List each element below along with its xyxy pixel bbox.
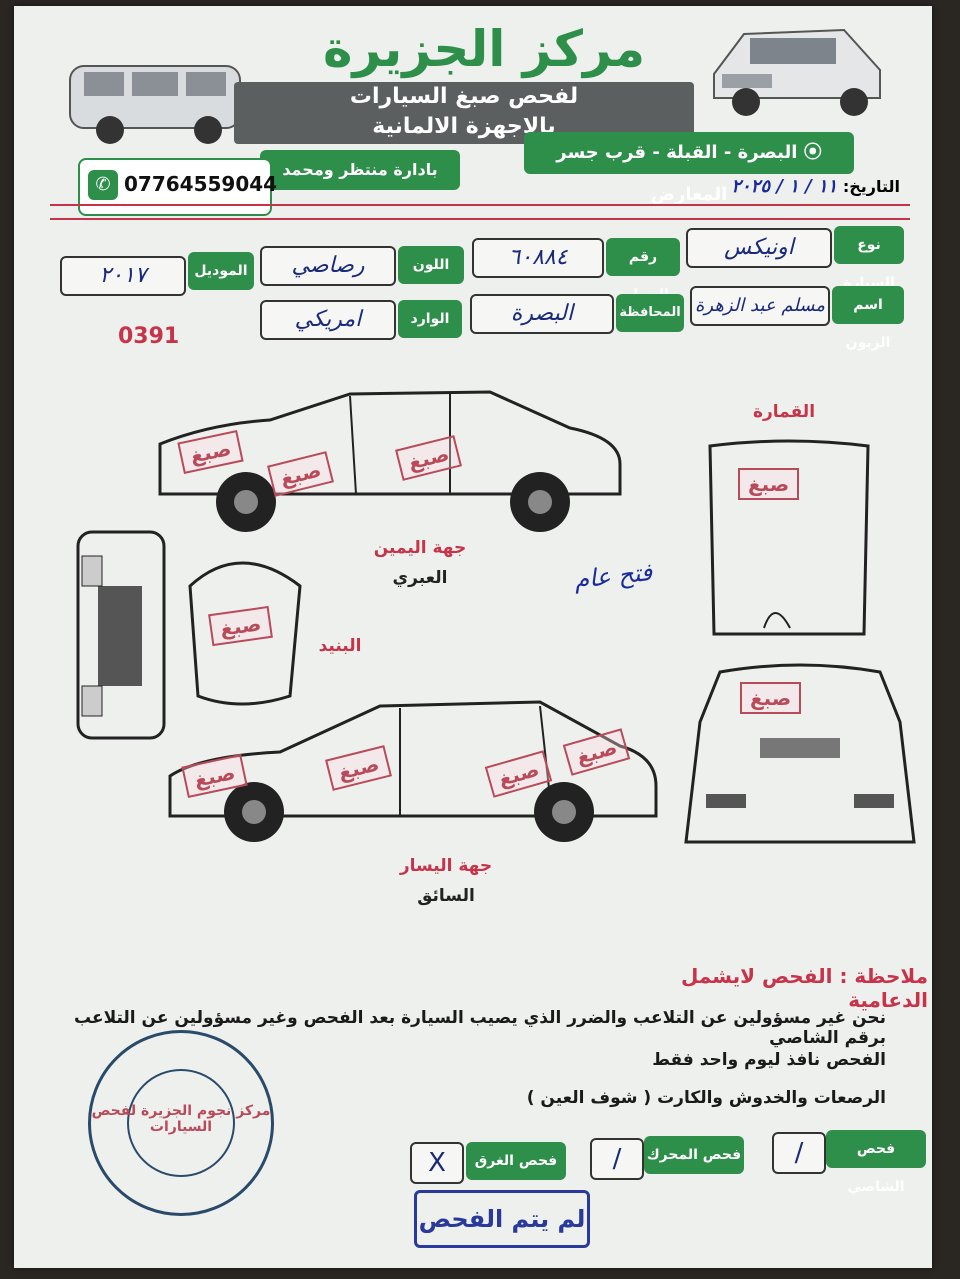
right-side-label: جهة اليمين — [373, 538, 467, 558]
rule-3: الرصعات والخدوش والكارت ( شوف العين ) — [526, 1088, 886, 1108]
inspection-sheet: مركز الجزيرة لفحص صبغ السيارات بالاجهزة … — [14, 6, 932, 1268]
import-label: الوارد — [398, 300, 462, 338]
management-bar: بادارة منتظر ومحمد — [260, 150, 460, 190]
van-illustration — [69, 65, 241, 144]
left-side-car-diagram — [168, 700, 658, 842]
seal-inner-ring — [127, 1069, 235, 1177]
date-label: التاريخ: — [842, 177, 900, 196]
center-title: مركز الجزيرة — [322, 20, 646, 78]
model-label: الموديل — [188, 252, 254, 290]
roof-label: القمارة — [752, 402, 816, 422]
phone-icon: ✆ — [88, 170, 118, 200]
left-side-label: جهة اليسار — [399, 856, 493, 876]
engine-check-box[interactable]: / — [590, 1138, 644, 1180]
notes-heading: ملاحظة : الفحص لايشمل الدعامية — [681, 964, 928, 1012]
right-side-car-diagram — [158, 390, 622, 532]
left-side-sub: السائق — [417, 886, 475, 906]
company-seal: مركز نجوم الجزيرة لفحص السيارات — [88, 1030, 274, 1216]
not-done-stamp: لم يتم الفحص — [414, 1190, 590, 1248]
hood-diagram — [188, 561, 302, 706]
rear-view-diagram — [684, 663, 916, 844]
customer-label: اسم الزبون — [832, 286, 904, 351]
engine-check-label: فحص المحرك — [644, 1136, 744, 1174]
rule-1: نحن غير مسؤولين عن التلاعب والضرر الذي ي… — [73, 1008, 886, 1048]
divider-top — [50, 204, 910, 206]
roof-diagram — [708, 439, 870, 636]
chassis-check-label: فحص الشاصي — [826, 1130, 926, 1195]
paint-stamp-trunk: صبغ — [740, 682, 802, 714]
date-value: ١١ / ١ / ٢٠٢٥ — [731, 176, 838, 197]
location-pin-icon: ⦿ — [797, 142, 822, 163]
subtitle-line-1: لفحص صبغ السيارات — [349, 84, 579, 109]
divider-top-2 — [50, 218, 910, 220]
color-label: اللون — [398, 246, 464, 284]
phone-number: 07764559044 — [124, 172, 278, 196]
color-field[interactable]: رصاصي — [260, 246, 396, 286]
flood-check-label: فحص الغرق — [466, 1142, 566, 1180]
right-side-sub: العبري — [392, 568, 448, 588]
plate-label: رقم السيارة — [606, 238, 680, 303]
car-type-field[interactable]: اونيكس — [686, 228, 832, 268]
hood-label: البنيد — [318, 636, 362, 656]
location-bar: ⦿ البصرة - القبلة - قرب جسر المعارض — [524, 132, 854, 205]
province-field[interactable]: البصرة — [470, 294, 614, 334]
serial-number: 0391 — [118, 324, 180, 349]
flood-check-box[interactable]: X — [410, 1142, 464, 1184]
province-label: المحافظة — [616, 294, 684, 332]
chassis-check-box[interactable]: / — [772, 1132, 826, 1174]
phone-box: ✆ 07764559044 — [78, 158, 277, 216]
location-text: البصرة - القبلة - قرب جسر المعارض — [556, 142, 798, 205]
paint-stamp-roof: صبغ — [738, 468, 800, 500]
plate-field[interactable]: ٦٠٨٨٤ — [472, 238, 604, 278]
model-field[interactable]: ٢٠١٧ — [60, 256, 186, 296]
rule-2: الفحص نافذ ليوم واحد فقط — [652, 1050, 886, 1070]
date-row: التاريخ: ١١ / ١ / ٢٠٢٥ — [690, 176, 900, 197]
front-view-diagram — [76, 530, 166, 740]
car-type-label: نوع السيارة — [834, 226, 904, 291]
handwritten-note-center: فتح عام — [572, 557, 654, 595]
suv-illustration — [713, 28, 881, 116]
import-field[interactable]: امريكي — [260, 300, 396, 340]
seal-text: مركز نجوم الجزيرة لفحص السيارات — [91, 1103, 271, 1135]
customer-field[interactable]: مسلم عبد الزهرة — [690, 286, 830, 326]
